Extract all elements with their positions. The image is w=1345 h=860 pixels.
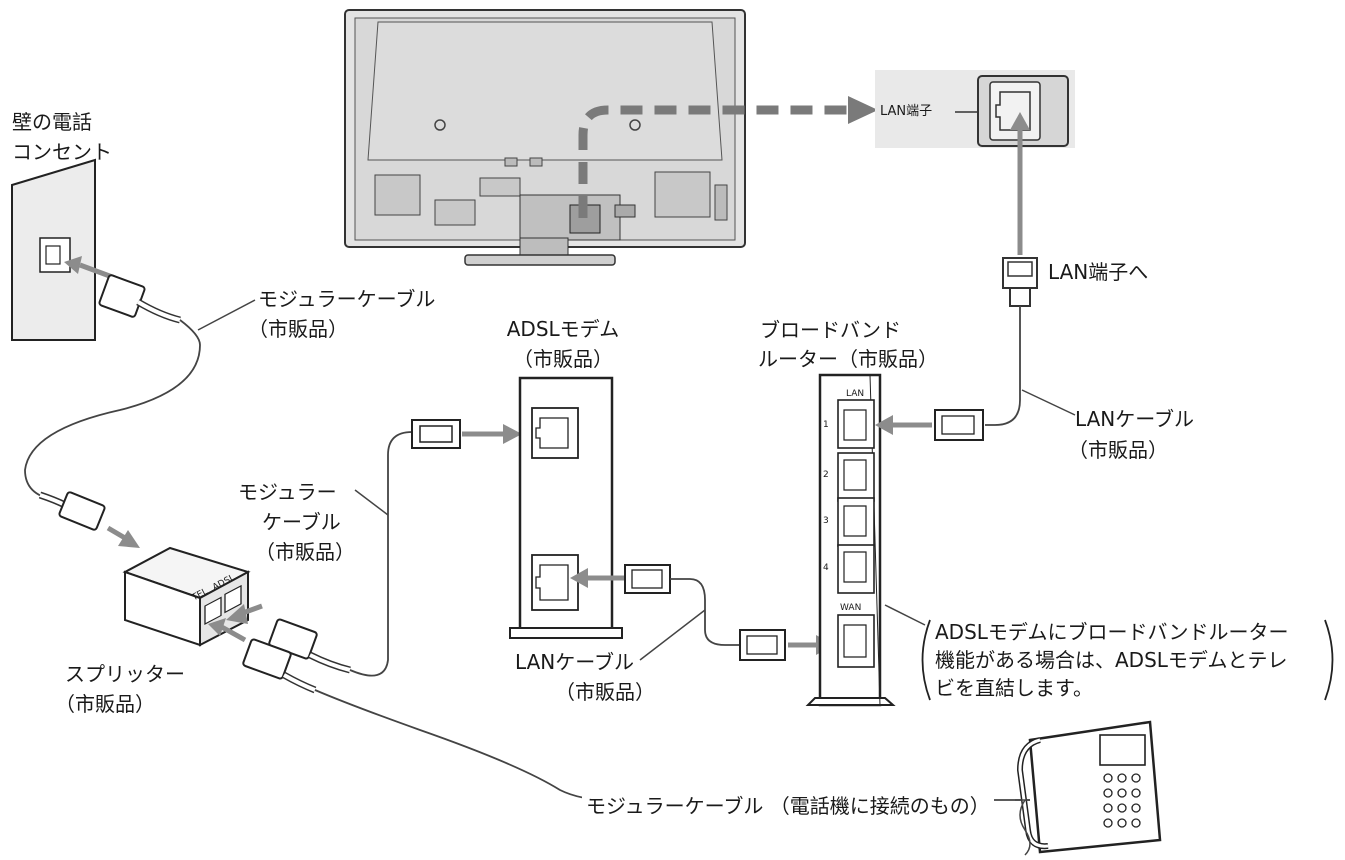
modular-plug-wall: [98, 274, 181, 324]
note-line3: ビを直結します。: [935, 676, 1093, 700]
router-port-3-label: 3: [823, 516, 829, 526]
router-port-2-label: 2: [823, 470, 829, 480]
lan-terminal-to-label: LAN端子へ: [1048, 260, 1149, 284]
modular-cable-mid-label-line1: モジュラー: [238, 480, 337, 504]
lan-terminal-label: LAN端子: [880, 104, 933, 119]
modular-cable-top-sub-label: （市販品）: [248, 317, 348, 341]
router-wan-label: WAN: [840, 603, 862, 613]
lan-plug-router-wan: [739, 629, 786, 661]
router-port-1-label: 1: [823, 420, 829, 430]
lan-port-icon: [989, 81, 1041, 141]
wall-outlet-label-line2: コンセント: [12, 140, 112, 164]
modular-plug-tel-port: [242, 638, 317, 694]
modular-cable-mid-sub-label: （市販品）: [255, 540, 355, 564]
splitter-sub-label: （市販品）: [55, 692, 155, 716]
note-line1: ADSLモデムにブロードバンドルーター: [935, 620, 1289, 644]
modular-cable-top-label: モジュラーケーブル: [258, 287, 436, 311]
note-line2: 機能がある場合は、ADSLモデムとテレ: [935, 648, 1288, 672]
lan-plug-to-tv: [1002, 257, 1038, 307]
tv-rear-view: [344, 9, 746, 266]
lan-plug-router-lan1: [934, 409, 984, 441]
lan-cable-bottom-label: LANケーブル: [515, 650, 635, 674]
modular-plug-splitter: [38, 491, 106, 531]
modular-plug-modem: [411, 419, 461, 449]
modular-cable-mid-label-line2: ケーブル: [262, 510, 341, 534]
wall-phone-outlet: [11, 158, 96, 341]
router-label-line1: ブロードバンド: [760, 318, 901, 342]
modem-modular-port: [531, 407, 579, 459]
lan-cable-right-sub-label: （市販品）: [1068, 438, 1168, 462]
broadband-router-device: [805, 373, 896, 707]
wall-outlet-label-line1: 壁の電話: [12, 110, 92, 134]
adsl-modem-device: [509, 376, 623, 639]
adsl-modem-sub-label: （市販品）: [513, 347, 613, 371]
router-port-4-label: 4: [823, 563, 829, 573]
lan-cable-bottom-sub-label: （市販品）: [555, 680, 655, 704]
lan-plug-modem: [624, 564, 671, 594]
adsl-modem-label: ADSLモデム: [506, 317, 620, 341]
splitter-label: スプリッター: [65, 662, 185, 686]
router-lan-label: LAN: [846, 389, 865, 399]
phone-cable-label: モジュラーケーブル （電話機に接続のもの）: [582, 792, 994, 820]
modem-lan-port: [531, 554, 579, 611]
router-label-line2: ルーター（市販品）: [758, 347, 938, 371]
telephone-device: [1016, 720, 1162, 856]
lan-cable-right-label: LANケーブル: [1075, 407, 1195, 431]
